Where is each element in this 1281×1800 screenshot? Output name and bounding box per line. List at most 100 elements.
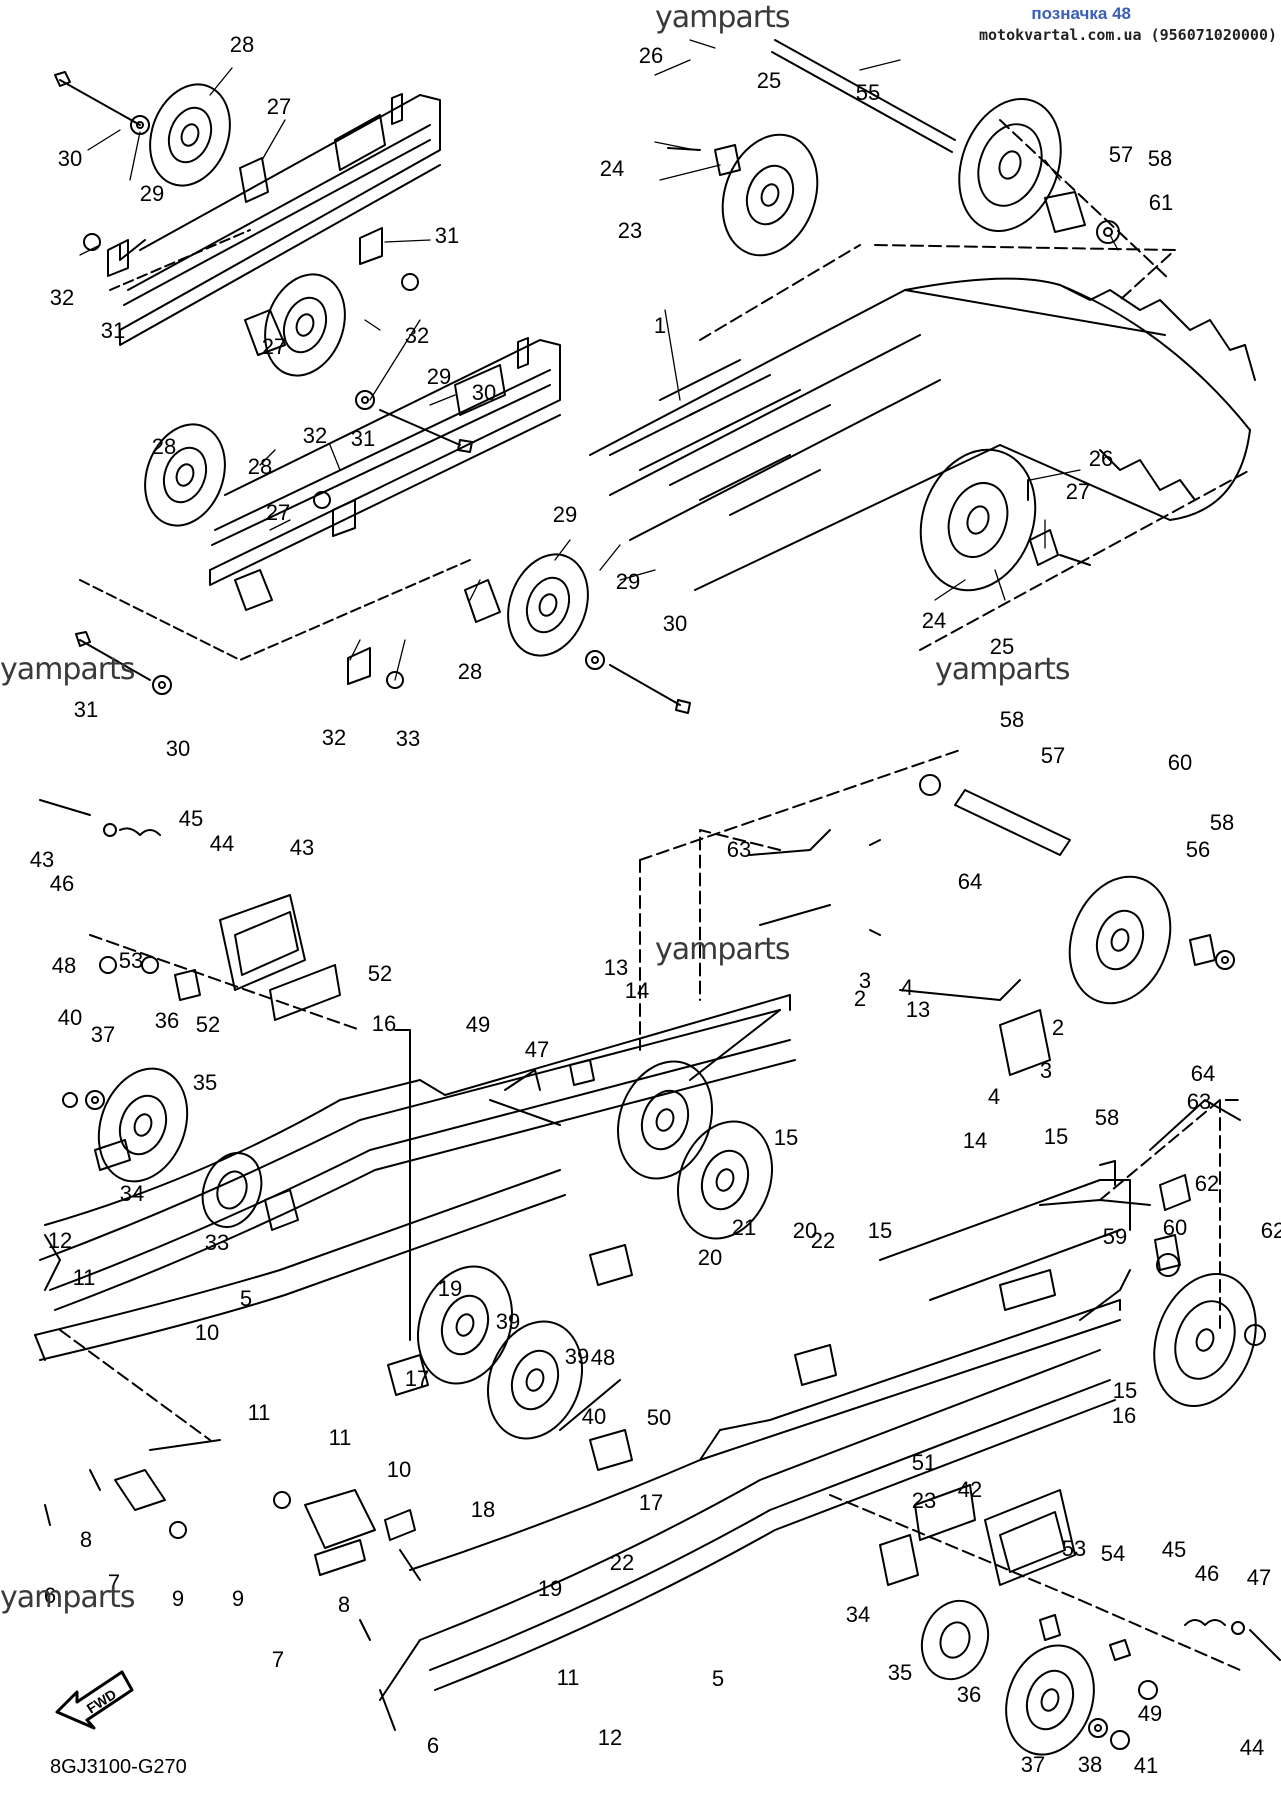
- part-callout-20: 20: [698, 1245, 722, 1270]
- rear-axle-parts: [667, 39, 1251, 651]
- part-callout-43: 43: [290, 835, 314, 860]
- part-callout-41: 41: [1134, 1753, 1158, 1778]
- part-callout-44: 44: [1240, 1735, 1264, 1760]
- part-callout-11: 11: [73, 1265, 96, 1290]
- front-pivot-parts: [39, 799, 361, 1231]
- part-callout-4: 4: [901, 975, 913, 1000]
- part-callout-32: 32: [405, 323, 429, 348]
- part-callout-19: 19: [438, 1276, 462, 1301]
- part-callout-14: 14: [963, 1128, 987, 1153]
- part-callout-21: 21: [732, 1215, 756, 1240]
- part-callout-1: 1: [654, 313, 666, 338]
- part-callout-11: 11: [248, 1400, 271, 1425]
- part-callout-8: 8: [338, 1592, 350, 1617]
- part-callout-45: 45: [179, 806, 203, 831]
- part-callout-6: 6: [427, 1733, 439, 1758]
- part-callout-27: 27: [267, 94, 291, 119]
- part-callout-54: 54: [1101, 1541, 1125, 1566]
- part-callout-37: 37: [91, 1022, 115, 1047]
- part-callout-62: 62: [1261, 1218, 1281, 1243]
- right-slide-rail: [379, 1160, 1131, 1701]
- part-callout-57: 57: [1041, 743, 1065, 768]
- part-callout-32: 32: [303, 423, 327, 448]
- part-callout-9: 9: [232, 1586, 244, 1611]
- part-callout-49: 49: [1138, 1701, 1162, 1726]
- part-callout-9: 9: [172, 1586, 184, 1611]
- part-callout-50: 50: [647, 1405, 671, 1430]
- part-callout-45: 45: [1162, 1537, 1186, 1562]
- part-callout-52: 52: [368, 961, 392, 986]
- left-slide-rail: [34, 994, 796, 1361]
- part-callout-30: 30: [472, 380, 496, 405]
- part-callout-49: 49: [466, 1012, 490, 1037]
- part-callout-46: 46: [50, 871, 74, 896]
- part-callout-58: 58: [1210, 810, 1234, 835]
- part-callout-6: 6: [44, 1583, 56, 1608]
- part-callout-15: 15: [1113, 1378, 1137, 1403]
- part-callout-26: 26: [1089, 446, 1113, 471]
- part-callout-27: 27: [1066, 479, 1090, 504]
- part-callout-64: 64: [1191, 1061, 1215, 1086]
- part-callout-20: 20: [793, 1218, 817, 1243]
- part-callout-53: 53: [119, 948, 143, 973]
- watermark: yamparts: [0, 652, 136, 687]
- part-callout-12: 12: [598, 1725, 622, 1750]
- part-callout-34: 34: [120, 1181, 144, 1206]
- part-callout-18: 18: [471, 1497, 495, 1522]
- part-callout-62: 62: [1195, 1171, 1219, 1196]
- part-callout-29: 29: [616, 569, 640, 594]
- part-callout-23: 23: [912, 1488, 936, 1513]
- part-callout-31: 31: [351, 426, 375, 451]
- part-callout-17: 17: [405, 1366, 429, 1391]
- part-callout-48: 48: [591, 1345, 615, 1370]
- part-callout-30: 30: [166, 736, 190, 761]
- part-callout-48: 48: [52, 953, 76, 978]
- spacers-bolts-upper-left: [54, 71, 691, 714]
- part-callout-23: 23: [618, 218, 642, 243]
- part-callout-32: 32: [50, 285, 74, 310]
- part-callout-33: 33: [396, 726, 420, 751]
- part-callout-7: 7: [272, 1647, 284, 1672]
- part-callout-16: 16: [1112, 1403, 1136, 1428]
- part-callout-2: 2: [1052, 1015, 1064, 1040]
- part-callout-29: 29: [140, 181, 164, 206]
- part-callout-42: 42: [958, 1477, 982, 1502]
- part-callout-11: 11: [557, 1665, 580, 1690]
- part-callout-31: 31: [101, 318, 125, 343]
- part-callout-38: 38: [1078, 1752, 1102, 1777]
- page-title: позначка 48: [1031, 4, 1131, 23]
- part-callout-58: 58: [1095, 1105, 1119, 1130]
- part-callout-15: 15: [868, 1218, 892, 1243]
- part-callout-3: 3: [859, 968, 871, 993]
- part-callout-22: 22: [610, 1550, 634, 1575]
- part-callout-64: 64: [958, 869, 982, 894]
- part-callout-19: 19: [538, 1576, 562, 1601]
- part-callout-25: 25: [990, 634, 1014, 659]
- part-callout-2: 2: [854, 986, 866, 1011]
- part-callout-24: 24: [600, 156, 624, 181]
- part-callout-37: 37: [1021, 1752, 1045, 1777]
- part-callout-31: 31: [74, 697, 98, 722]
- part-callout-61: 61: [1149, 190, 1173, 215]
- idler-wheels-upper-left: [144, 83, 589, 657]
- part-callout-5: 5: [240, 1286, 252, 1311]
- part-callout-30: 30: [663, 611, 687, 636]
- part-callout-39: 39: [496, 1309, 520, 1334]
- part-callout-36: 36: [155, 1008, 179, 1033]
- part-callout-35: 35: [888, 1660, 912, 1685]
- part-callout-35: 35: [193, 1070, 217, 1095]
- part-callout-28: 28: [152, 434, 176, 459]
- part-callout-13: 13: [906, 997, 930, 1022]
- part-callout-27: 27: [262, 334, 286, 359]
- part-callout-11: 11: [329, 1425, 352, 1450]
- part-callout-47: 47: [1247, 1565, 1271, 1590]
- part-callout-58: 58: [1000, 707, 1024, 732]
- part-callout-8: 8: [80, 1527, 92, 1552]
- part-callout-3: 3: [1040, 1058, 1052, 1083]
- part-callout-40: 40: [582, 1404, 606, 1429]
- upper-left-rail: [119, 93, 561, 586]
- part-callout-12: 12: [48, 1228, 72, 1253]
- diagram-code: 8GJ3100-G270: [50, 1756, 187, 1778]
- part-callout-44: 44: [210, 831, 234, 856]
